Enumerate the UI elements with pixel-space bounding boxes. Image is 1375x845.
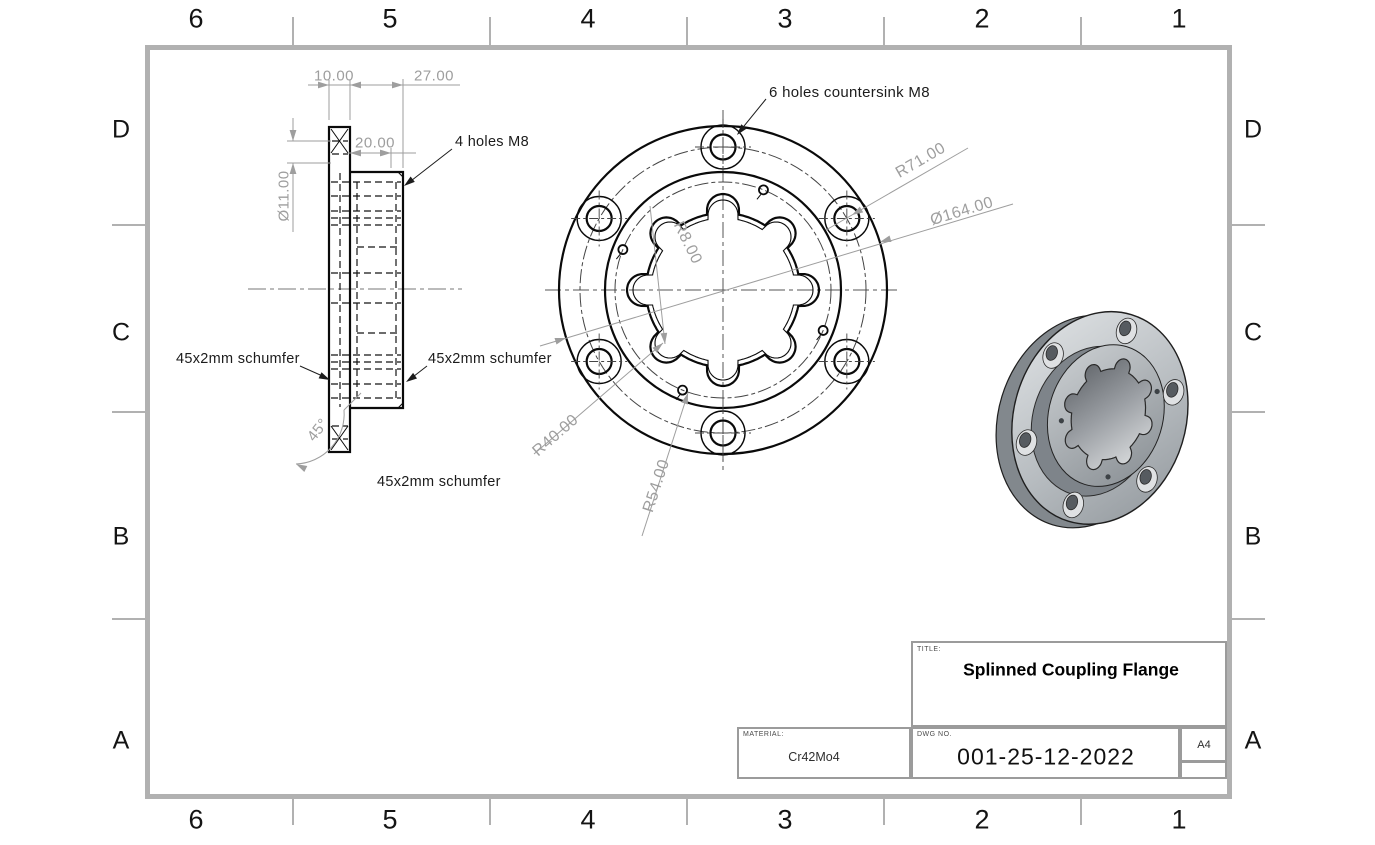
dim-20: 20.00	[354, 134, 396, 152]
zone-col-label: 4	[580, 3, 596, 34]
zone-col-label: 1	[1171, 804, 1187, 835]
zone-tick	[883, 799, 885, 825]
zone-row-label: C	[1243, 318, 1263, 347]
zone-col-label: 6	[188, 804, 204, 835]
zone-col-label: 3	[777, 3, 793, 34]
note-chamfer-left: 45x2mm schumfer	[176, 351, 300, 367]
zone-col-label: 1	[1171, 3, 1187, 34]
zone-tick	[1232, 411, 1265, 413]
zone-row-label: C	[111, 318, 131, 347]
dim-dia11: Ø11.00	[275, 170, 293, 222]
zone-col-label: 5	[382, 804, 398, 835]
zone-row-label: D	[111, 115, 131, 144]
zone-tick	[292, 799, 294, 825]
isometric-view	[995, 310, 1189, 529]
dim-27: 27.00	[413, 67, 455, 85]
note-chamfer-right: 45x2mm schumfer	[428, 351, 552, 367]
dwg-no-label: DWG NO.	[917, 731, 952, 738]
zone-row-label: B	[112, 522, 130, 551]
title-block-material-box	[737, 727, 911, 779]
zone-tick	[1080, 17, 1082, 45]
note-4-holes-m8: 4 holes M8	[455, 134, 529, 150]
sheet-frame	[145, 45, 1232, 799]
title-label: TITLE:	[917, 646, 942, 653]
zone-tick	[883, 17, 885, 45]
title-block-sheet-box	[1180, 727, 1227, 762]
zone-tick	[686, 799, 688, 825]
zone-tick	[1232, 618, 1265, 620]
zone-tick	[1080, 799, 1082, 825]
drawing-title: Splinned Coupling Flange	[963, 659, 1179, 680]
title-block-dwg-box	[911, 727, 1180, 779]
title-block-sheet-box-lower	[1180, 761, 1227, 779]
note-6-holes-countersink: 6 holes countersink M8	[769, 84, 930, 101]
zone-tick	[112, 618, 145, 620]
material-value: Cr42Mo4	[788, 750, 840, 764]
zone-tick	[112, 411, 145, 413]
zone-tick	[292, 17, 294, 45]
zone-tick	[686, 17, 688, 45]
zone-row-label: A	[1244, 726, 1262, 755]
zone-row-label: B	[1244, 522, 1262, 551]
zone-tick	[489, 799, 491, 825]
zone-tick	[112, 224, 145, 226]
zone-col-label: 5	[382, 3, 398, 34]
zone-row-label: D	[1243, 115, 1263, 144]
sheet-size: A4	[1197, 739, 1211, 751]
zone-row-label: A	[112, 726, 130, 755]
title-block-title-box	[911, 641, 1227, 727]
material-label: MATERIAL:	[743, 731, 784, 738]
dwg-no-value: 001-25-12-2022	[957, 743, 1135, 770]
zone-col-label: 2	[974, 3, 990, 34]
zone-col-label: 4	[580, 804, 596, 835]
dim-10: 10.00	[313, 67, 355, 85]
zone-col-label: 2	[974, 804, 990, 835]
zone-tick	[489, 17, 491, 45]
zone-tick	[1232, 224, 1265, 226]
zone-col-label: 6	[188, 3, 204, 34]
note-chamfer-bottom: 45x2mm schumfer	[377, 474, 501, 490]
zone-col-label: 3	[777, 804, 793, 835]
